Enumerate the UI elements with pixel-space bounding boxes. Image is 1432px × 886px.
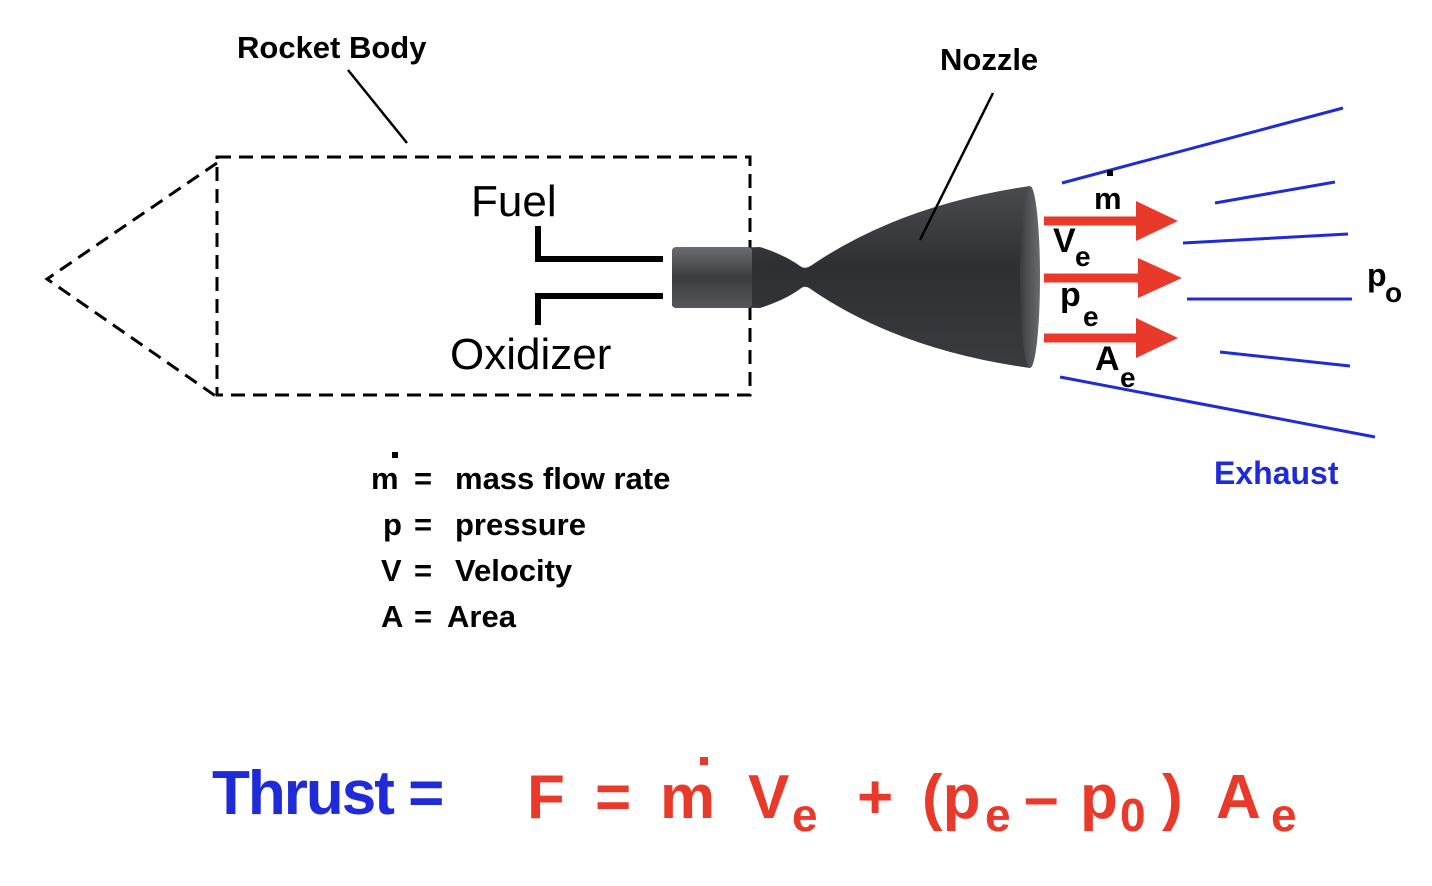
svg-text:Velocity: Velocity xyxy=(455,553,573,588)
svg-text:=: = xyxy=(414,461,432,496)
oxidizer-line xyxy=(535,293,663,325)
svg-text:V: V xyxy=(748,763,789,832)
nozzle-leader xyxy=(918,92,995,241)
legend-row-velocity: V = Velocity xyxy=(381,553,573,588)
svg-text:=: = xyxy=(595,763,631,832)
svg-text:=: = xyxy=(414,507,432,542)
thrust-label: Thrust = xyxy=(212,759,442,828)
legend-row-pressure: p = pressure xyxy=(383,507,586,542)
mdot-label: m xyxy=(1094,170,1122,216)
svg-text:(p: (p xyxy=(922,763,981,832)
svg-text:p: p xyxy=(383,507,402,542)
svg-text:o: o xyxy=(1385,277,1402,308)
oxidizer-label: Oxidizer xyxy=(450,330,611,379)
legend-mdot-dot xyxy=(392,452,398,458)
svg-text:A: A xyxy=(381,599,403,634)
svg-text:p: p xyxy=(1367,257,1387,293)
equation-mdot-dot xyxy=(700,757,708,765)
nose-cone-outline xyxy=(44,161,218,399)
svg-text:A: A xyxy=(1095,340,1120,378)
combustion-chamber xyxy=(672,247,752,308)
svg-text:e: e xyxy=(1271,789,1297,841)
svg-text:p: p xyxy=(1060,276,1081,314)
rocket-body-label: Rocket Body xyxy=(237,30,427,65)
svg-text:F: F xyxy=(527,763,565,832)
svg-text:+: + xyxy=(857,763,893,832)
nozzle-exit-rim xyxy=(1020,186,1040,368)
svg-text:p: p xyxy=(1080,763,1118,832)
svg-text:m: m xyxy=(1094,181,1122,216)
engine-nozzle xyxy=(672,186,1040,368)
svg-text:e: e xyxy=(1120,362,1136,393)
svg-text:e: e xyxy=(985,789,1011,841)
svg-text:pressure: pressure xyxy=(455,507,586,542)
svg-text:Area: Area xyxy=(447,599,517,634)
thrust-formula: F = m V e + (p e – p 0 ) A e xyxy=(527,757,1297,841)
svg-text:–: – xyxy=(1024,763,1058,832)
svg-text:mass flow rate: mass flow rate xyxy=(455,461,670,496)
svg-text:e: e xyxy=(1083,301,1099,332)
po-label: p o xyxy=(1367,257,1402,308)
ve-label: V e xyxy=(1053,222,1091,272)
rocket-body-leader xyxy=(347,69,408,144)
svg-text:V: V xyxy=(1053,222,1076,260)
svg-text:A: A xyxy=(1216,763,1261,832)
svg-text:0: 0 xyxy=(1120,789,1146,841)
svg-text:m: m xyxy=(371,461,399,496)
rocket-body-outline xyxy=(44,155,752,399)
fuel-label: Fuel xyxy=(471,177,557,226)
nozzle-label: Nozzle xyxy=(940,42,1038,77)
legend-row-mdot: m = mass flow rate xyxy=(371,452,670,496)
svg-text:V: V xyxy=(381,553,402,588)
fuel-line xyxy=(535,226,663,262)
svg-text:e: e xyxy=(792,789,818,841)
svg-text:=: = xyxy=(414,553,432,588)
svg-text:=: = xyxy=(414,599,432,634)
pe-label: p e xyxy=(1060,276,1099,332)
legend-row-area: A = Area xyxy=(381,599,517,634)
ae-label: A e xyxy=(1095,340,1136,393)
flow-arrows xyxy=(1044,201,1182,358)
exhaust-lines xyxy=(1059,106,1376,439)
exhaust-label: Exhaust xyxy=(1214,455,1339,491)
svg-text:e: e xyxy=(1075,241,1091,272)
svg-text:): ) xyxy=(1162,763,1183,832)
svg-text:m: m xyxy=(660,763,715,832)
mdot-dot xyxy=(1107,170,1113,176)
variable-legend: m = mass flow rate p = pressure V = Velo… xyxy=(371,452,670,634)
thrust-equation: Thrust = F = m V e + (p e – p 0 ) A e xyxy=(212,757,1297,841)
